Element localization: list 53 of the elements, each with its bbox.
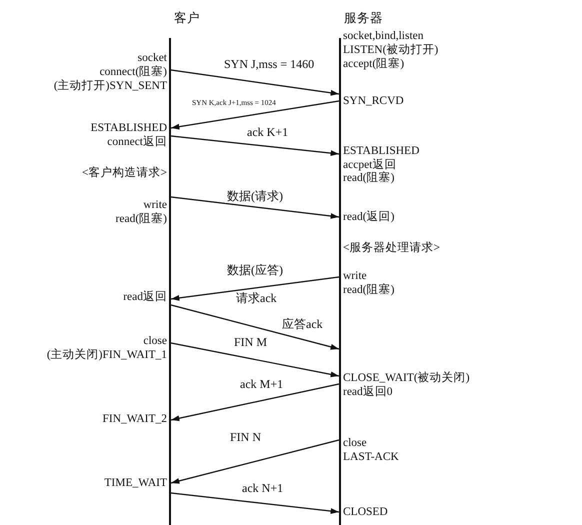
lifeline-heading: 客户 [174,12,200,25]
server-state-text: LISTEN(被动打开) [343,44,438,57]
message-arrow [170,304,340,350]
server-state-text: read(返回) [343,211,394,224]
server-state-text: <服务器处理请求> [343,242,440,255]
server-state-text: close [343,437,367,450]
edge-label: ack K+1 [245,126,290,139]
client-state-text: ESTABLISHED [90,122,167,135]
server-state-text: SYN_RCVD [343,95,404,108]
client-state-text: write [143,199,167,212]
edge-label: ack M+1 [238,378,286,391]
server-state-text: accept(阻塞) [343,58,404,71]
edge-label: FIN M [232,336,270,349]
client-state-text: TIME_WAIT [104,477,167,490]
server-state-text: read(阻塞) [343,284,394,297]
lifeline-heading: 服务器 [344,12,383,25]
client-state-text: close [143,335,167,348]
server-state-text: ESTABLISHED [343,145,420,158]
edge-label: ack N+1 [240,482,286,495]
message-arrow [170,196,340,219]
client-state-text: (主动打开)SYN_SENT [54,80,167,93]
message-arrow [170,276,340,301]
server-state-text: read返回0 [343,386,393,399]
message-arrow [170,69,340,96]
server-state-text: write [343,270,367,283]
client-state-text: read返回 [123,291,167,304]
edge-label: 数据(应答) [225,264,285,277]
server-state-text: CLOSED [343,506,388,519]
client-state-text: <客户构造请求> [82,167,167,180]
client-state-text: connect返回 [107,136,167,149]
server-state-text: socket,bind,listen [343,30,424,43]
server-state-text: LAST-ACK [343,451,399,464]
message-arrow [170,135,340,156]
message-arrow [170,492,340,514]
edge-label: FIN N [228,431,264,444]
server-state-text: CLOSE_WAIT(被动关闭) [343,372,470,385]
server-state-text: read(阻塞) [343,172,394,185]
message-arrow [170,342,340,378]
message-arrow [170,439,340,484]
message-arrow [170,100,340,130]
server-state-text: accpet返回 [343,159,396,171]
edge-note: 请求ack [236,292,277,305]
lifeline [169,38,171,525]
edge-label: SYN J,mss = 1460 [222,58,316,71]
client-state-text: read(阻塞) [116,213,167,226]
client-state-text: socket [138,52,167,65]
edge-label: 数据(请求) [225,190,285,203]
message-arrow [170,383,340,422]
client-state-text: (主动关闭)FIN_WAIT_1 [46,349,167,362]
client-state-text: connect(阻塞) [100,66,167,79]
client-state-text: FIN_WAIT_2 [102,413,167,426]
lifeline [339,38,341,525]
edge-label: 应答ack [280,318,325,331]
